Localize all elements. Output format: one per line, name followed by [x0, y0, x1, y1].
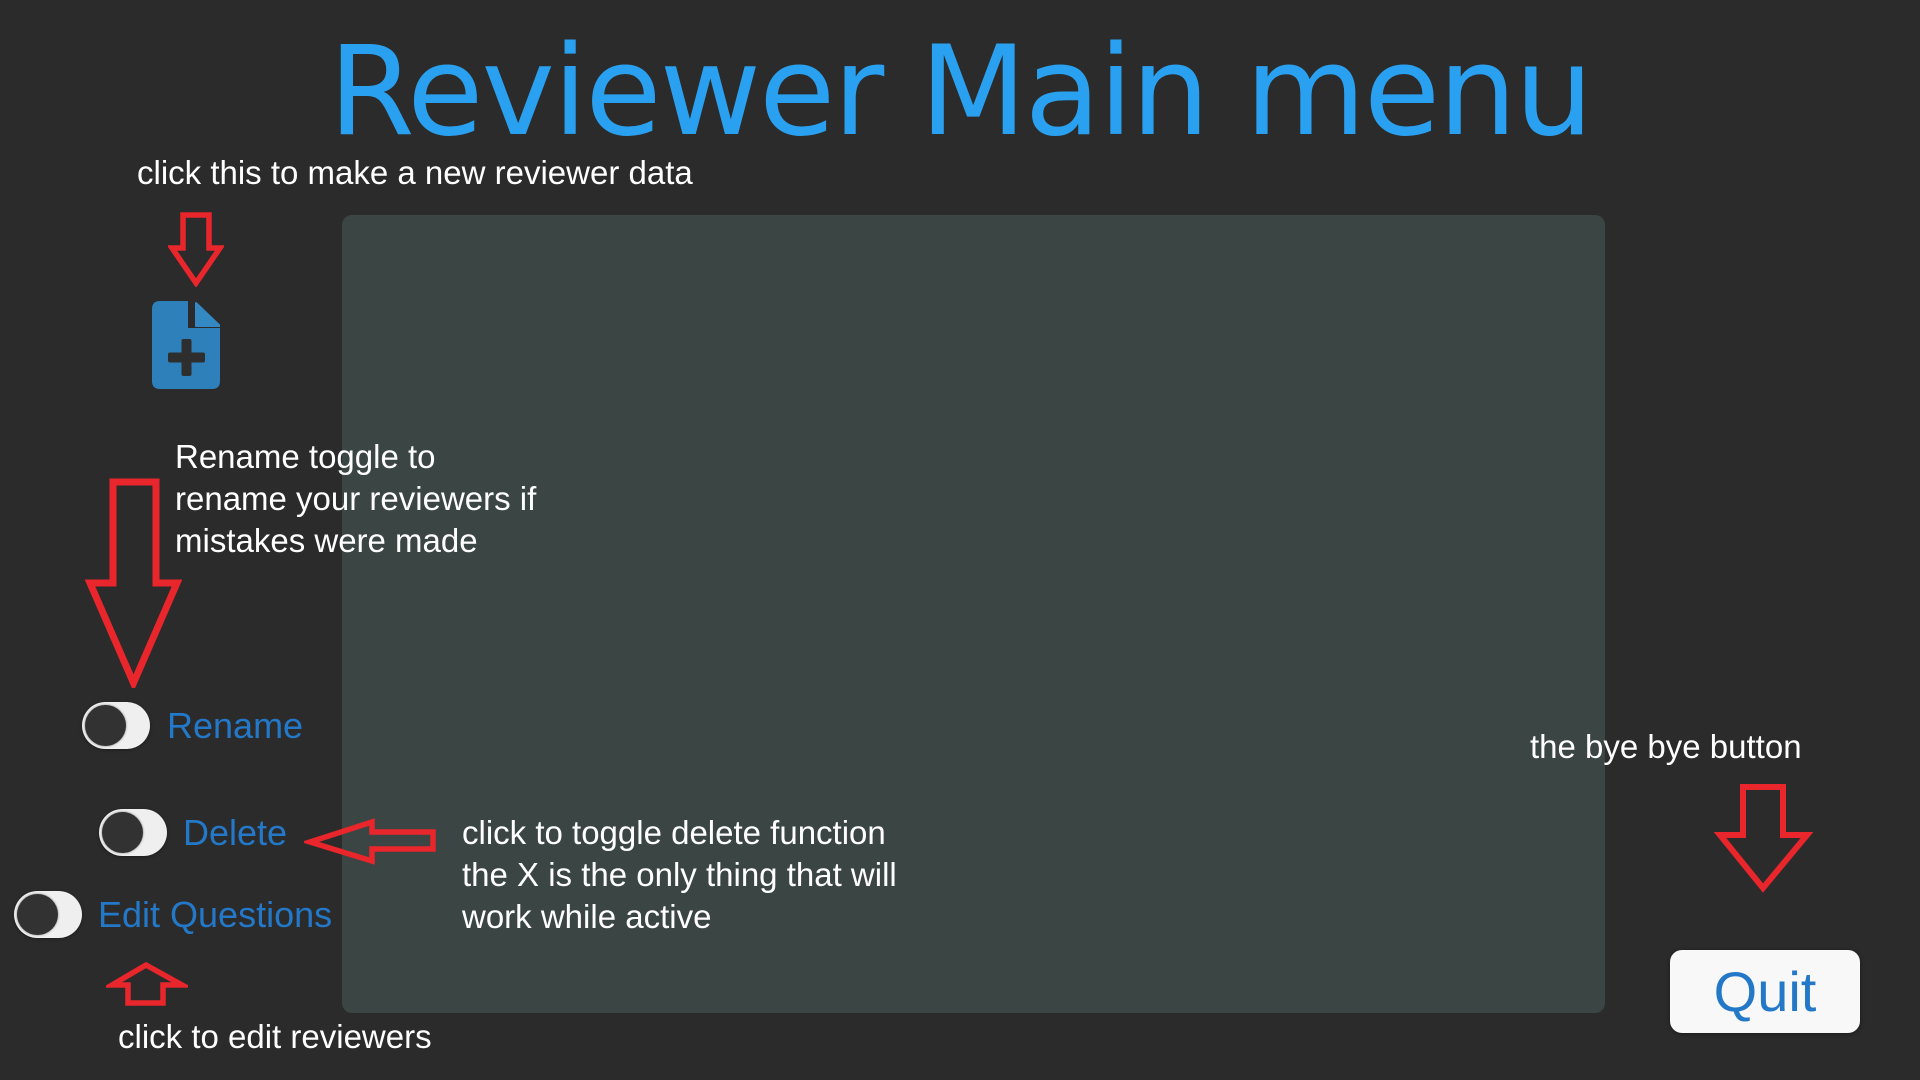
annotation-line: click to toggle delete function [462, 814, 886, 851]
annotation-line: work while active [462, 898, 712, 935]
toggle-knob [102, 812, 143, 853]
annotation-new-reviewer: click this to make a new reviewer data [137, 154, 693, 191]
page-title: Reviewer Main menu [328, 20, 1594, 164]
rename-toggle[interactable] [82, 702, 150, 749]
new-file-plus-icon[interactable] [152, 301, 220, 389]
annotation-line: Rename toggle to [175, 438, 436, 475]
annotation-line: the X is the only thing that will [462, 856, 897, 893]
long-down-arrow-icon [84, 478, 182, 688]
annotation-delete-note: click to toggle delete function the X is… [462, 812, 897, 938]
edit-questions-toggle[interactable] [14, 891, 82, 938]
delete-toggle[interactable] [99, 809, 167, 856]
annotation-rename-note: Rename toggle to rename your reviewers i… [175, 436, 536, 562]
delete-toggle-label: Delete [183, 812, 288, 853]
down-arrow-icon [1714, 784, 1813, 893]
toggle-knob [17, 894, 58, 935]
quit-button[interactable]: Quit [1670, 950, 1860, 1033]
reviewer-list-panel [342, 215, 1605, 1013]
up-arrow-icon [106, 961, 188, 1006]
edit-questions-toggle-label: Edit Questions [98, 894, 333, 935]
annotation-line: rename your reviewers if [175, 480, 537, 517]
annotation-line: mistakes were made [175, 522, 478, 559]
annotation-edit-reviewers: click to edit reviewers [118, 1018, 432, 1055]
rename-toggle-label: Rename [167, 705, 304, 746]
left-arrow-icon [304, 818, 436, 865]
down-arrow-icon [168, 212, 224, 287]
toggle-knob [85, 705, 126, 746]
annotation-quit-note: the bye bye button [1530, 728, 1802, 765]
